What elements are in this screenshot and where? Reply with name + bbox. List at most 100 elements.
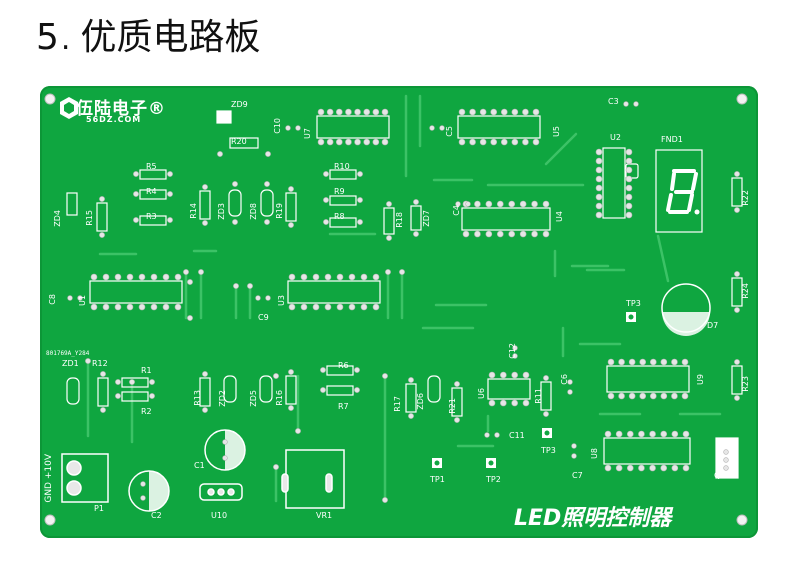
solder-pad — [187, 279, 193, 285]
solder-pad — [357, 219, 363, 225]
solder-pad — [133, 191, 139, 197]
label-r18: R18 — [395, 212, 404, 228]
solder-pad — [232, 181, 238, 187]
label-r13: R13 — [193, 390, 202, 406]
solder-pad — [485, 230, 493, 238]
solder-pad — [511, 371, 518, 379]
label-r22: R22 — [741, 190, 750, 206]
solder-pad — [233, 283, 239, 289]
solder-pad — [140, 481, 146, 487]
solder-pad — [323, 197, 329, 203]
solder-pad — [90, 273, 98, 281]
solder-pad — [67, 295, 73, 301]
label-c10: C10 — [273, 118, 282, 134]
label-r8: R8 — [334, 212, 345, 221]
solder-pad — [348, 273, 356, 281]
solder-pad — [150, 303, 158, 311]
solder-pad — [511, 138, 519, 146]
label-r4: R4 — [146, 187, 157, 196]
solder-pad — [323, 219, 329, 225]
solder-pad — [386, 201, 392, 207]
solder-pad — [532, 108, 540, 116]
solder-pad — [265, 295, 271, 301]
solder-pad — [458, 108, 466, 116]
solder-pad — [671, 358, 678, 366]
solder-pad — [649, 430, 656, 438]
label-r2: R2 — [141, 407, 152, 416]
solder-pad — [408, 413, 414, 419]
solder-pad — [623, 101, 629, 107]
solder-pad — [519, 230, 527, 238]
solder-pad — [174, 303, 182, 311]
solder-pad — [512, 345, 518, 351]
solder-pad — [102, 273, 110, 281]
label-u3: U3 — [277, 295, 286, 306]
solder-pad — [140, 495, 146, 501]
label-r14: R14 — [189, 203, 198, 219]
regulator-u10 — [199, 483, 243, 501]
solder-pad — [681, 392, 689, 400]
solder-pad — [222, 455, 228, 461]
solder-pad — [682, 430, 690, 438]
label-u2: U2 — [610, 133, 621, 142]
solder-pad — [639, 392, 647, 400]
solder-pad — [90, 303, 98, 311]
label-r1: R1 — [141, 366, 152, 375]
solder-pad — [542, 200, 550, 208]
solder-pad — [488, 399, 496, 407]
solder-pad — [488, 371, 496, 379]
solder-pad — [490, 108, 498, 116]
solder-pad — [85, 358, 91, 364]
brand-site: 56DZ.COM — [86, 115, 142, 124]
solder-pad — [408, 377, 414, 383]
solder-pad — [649, 464, 656, 472]
solder-pad — [345, 138, 352, 146]
brand-name: 伍陆电子® — [76, 99, 166, 119]
solder-pad — [354, 387, 360, 393]
label-c5: C5 — [445, 126, 454, 137]
solder-pad — [288, 186, 294, 192]
label-r24: R24 — [741, 283, 750, 299]
solder-pad — [326, 108, 334, 116]
heading-text: 优质电路板 — [80, 17, 261, 58]
solder-pad — [496, 230, 504, 238]
label-zd4: ZD4 — [53, 210, 62, 227]
solder-pad — [381, 138, 389, 146]
solder-pad — [618, 392, 625, 400]
label-u7: U7 — [303, 128, 312, 139]
electrolytic-capacitors — [128, 429, 246, 512]
solder-pad — [265, 151, 271, 157]
label-zd5: ZD5 — [249, 390, 258, 407]
solder-pad — [323, 171, 329, 177]
solder-pad — [682, 464, 690, 472]
label-r12: R12 — [92, 359, 108, 368]
solder-pad — [595, 193, 603, 201]
solder-pad — [671, 464, 679, 472]
label-c1: C1 — [194, 461, 205, 470]
solder-pad — [273, 464, 279, 470]
solder-pad — [138, 273, 146, 281]
solder-pad — [382, 373, 388, 379]
board-title: LED照明控制器 — [514, 506, 672, 531]
solder-pad — [354, 108, 361, 116]
solder-pad — [285, 125, 291, 131]
solder-pad — [474, 230, 481, 238]
solder-pad — [734, 271, 740, 277]
solder-pad — [469, 108, 476, 116]
solder-pad — [500, 371, 507, 379]
label-u6: U6 — [477, 388, 486, 399]
label-c9: C9 — [258, 313, 269, 322]
solder-pad — [625, 184, 633, 192]
solder-pad — [399, 269, 405, 275]
label-r17: R17 — [393, 396, 402, 412]
solder-pad — [485, 200, 493, 208]
brand-logo-icon — [60, 97, 78, 119]
solder-pad — [625, 157, 633, 165]
solder-pad — [660, 430, 668, 438]
label-r23: R23 — [741, 376, 750, 392]
solder-pad — [660, 464, 668, 472]
solder-pad — [202, 407, 208, 413]
test-point-holes — [434, 314, 634, 466]
solder-pad — [100, 371, 106, 377]
label-c7: C7 — [572, 471, 583, 480]
